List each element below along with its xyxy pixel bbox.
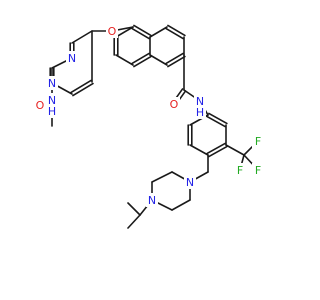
double-bond bbox=[72, 82, 94, 97]
atom-label-background bbox=[252, 134, 264, 148]
double-bond bbox=[208, 145, 228, 158]
double-bond bbox=[208, 112, 228, 125]
pyrimidine-nitrogen-label: N bbox=[68, 52, 76, 65]
single-bond bbox=[151, 171, 173, 183]
double-bond bbox=[70, 79, 92, 94]
single-bond bbox=[171, 199, 191, 211]
atom-label-background bbox=[146, 193, 158, 207]
single-bond bbox=[149, 26, 168, 38]
double-bond bbox=[167, 55, 186, 68]
atom-label-background bbox=[46, 93, 58, 118]
piperazine-nitrogen-label: N bbox=[148, 194, 156, 207]
single-bond bbox=[149, 54, 168, 66]
fluorine-label: F bbox=[255, 164, 261, 177]
atom-label-background bbox=[252, 163, 264, 177]
single-bond bbox=[127, 202, 141, 216]
single-bond bbox=[115, 54, 134, 66]
ether-oxygen-label: O bbox=[108, 25, 117, 38]
atom-label-background bbox=[46, 76, 58, 90]
acetyl-carbonyl-oxygen-label: O bbox=[36, 99, 45, 112]
single-bond bbox=[127, 214, 141, 229]
fluorine-label: F bbox=[237, 164, 243, 177]
amide-carbonyl-oxygen-label: O bbox=[170, 98, 179, 111]
atom-label-background bbox=[168, 97, 180, 111]
atom-label-background bbox=[234, 163, 246, 177]
single-bond bbox=[189, 144, 209, 156]
pyrimidine-nitrogen-label: N bbox=[48, 77, 56, 90]
double-bond bbox=[133, 24, 152, 37]
double-bond bbox=[206, 142, 226, 155]
double-bond bbox=[206, 115, 226, 128]
single-bond bbox=[225, 144, 245, 156]
single-bond bbox=[71, 30, 93, 44]
atom-label-background bbox=[184, 175, 196, 189]
double-bond bbox=[131, 27, 150, 40]
atom-label-background bbox=[66, 51, 78, 65]
double-bond bbox=[131, 52, 150, 65]
double-bond bbox=[165, 52, 184, 65]
atom-label-background bbox=[194, 94, 206, 119]
single-bond bbox=[115, 26, 134, 38]
atom-label-background bbox=[106, 24, 118, 38]
double-bond bbox=[167, 24, 186, 37]
piperazine-nitrogen-label: N bbox=[186, 176, 194, 189]
double-bond bbox=[165, 27, 184, 40]
fluorine-label: F bbox=[255, 135, 261, 148]
atom-label-background bbox=[34, 98, 46, 112]
double-bond bbox=[133, 55, 152, 68]
